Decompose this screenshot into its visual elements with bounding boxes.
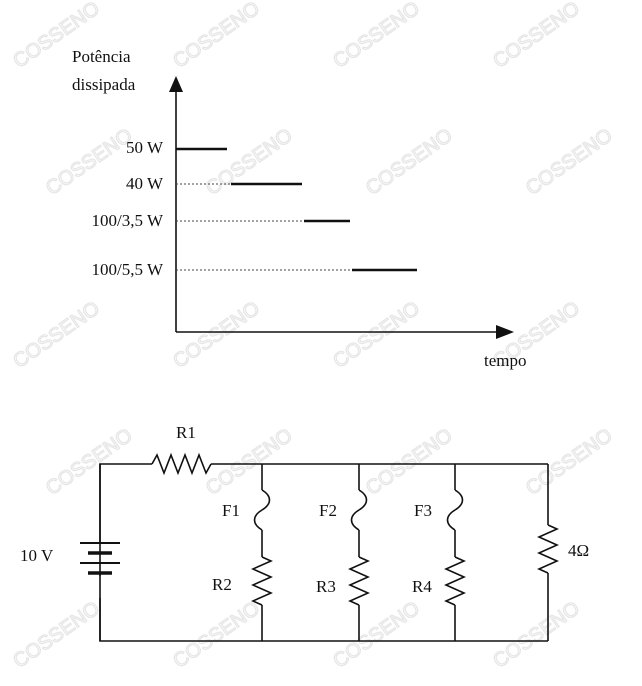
f2-fuse xyxy=(350,489,368,531)
r3-label: R3 xyxy=(316,577,336,596)
source-label: 10 V xyxy=(20,546,54,565)
watermark-text: COSSENO xyxy=(42,124,137,199)
y-axis-label-line2: dissipada xyxy=(72,75,136,94)
r1-resistor xyxy=(151,452,212,476)
watermark-text: COSSENO xyxy=(169,0,264,73)
watermark-text: COSSENO xyxy=(42,424,137,499)
watermark-text: COSSENO xyxy=(362,424,457,499)
tick-label-100-5-5w: 100/5,5 W xyxy=(92,260,164,279)
x-axis-label: tempo xyxy=(484,351,527,370)
circuit xyxy=(80,452,559,642)
r2-label: R2 xyxy=(212,575,232,594)
watermark-text: COSSENO xyxy=(329,297,424,372)
f3-label: F3 xyxy=(414,501,432,520)
left-top-wire xyxy=(99,463,152,576)
tick-label-50w: 50 W xyxy=(126,138,164,157)
watermark-text: COSSENO xyxy=(169,597,264,672)
f1-fuse xyxy=(253,489,271,531)
f3-fuse xyxy=(446,489,464,531)
bottom-bus-wire xyxy=(99,598,548,642)
r2-resistor xyxy=(251,556,273,606)
power-time-chart: Potência dissipada tempo 50 W 40 W 100/3… xyxy=(72,47,527,370)
watermark-text: COSSENO xyxy=(489,0,584,73)
watermark-text: COSSENO xyxy=(489,597,584,672)
y-axis-arrow-icon xyxy=(169,76,183,92)
power-segments: 1º intervalo2º intervalo3º intervalo4º i… xyxy=(176,147,417,272)
watermark-text: COSSENO xyxy=(202,124,297,199)
r4-label: R4 xyxy=(412,577,432,596)
watermark-text: COSSENO xyxy=(522,124,617,199)
r4-resistor xyxy=(444,556,466,606)
x-axis-arrow-icon xyxy=(496,325,514,339)
r1-label: R1 xyxy=(176,423,196,442)
r3-resistor xyxy=(348,556,370,606)
load-label: 4Ω xyxy=(568,541,589,560)
tick-label-40w: 40 W xyxy=(126,174,164,193)
tick-label-100-3-5w: 100/3,5 W xyxy=(92,211,164,230)
f1-label: F1 xyxy=(222,501,240,520)
load-resistor xyxy=(537,524,559,574)
watermark-text: COSSENO xyxy=(522,424,617,499)
watermark-text: COSSENO xyxy=(9,597,104,672)
f2-label: F2 xyxy=(319,501,337,520)
circuit-labels: 10 V R1 F1 F2 F3 R2 R3 R4 4Ω xyxy=(20,423,589,596)
watermark-text: COSSENO xyxy=(202,424,297,499)
watermark-text: COSSENO xyxy=(329,0,424,73)
watermark-text: COSSENO xyxy=(329,597,424,672)
y-axis-label-line1: Potência xyxy=(72,47,131,66)
watermark-text: COSSENO xyxy=(169,297,264,372)
watermark-text: COSSENO xyxy=(9,297,104,372)
watermark-text: COSSENO xyxy=(362,124,457,199)
